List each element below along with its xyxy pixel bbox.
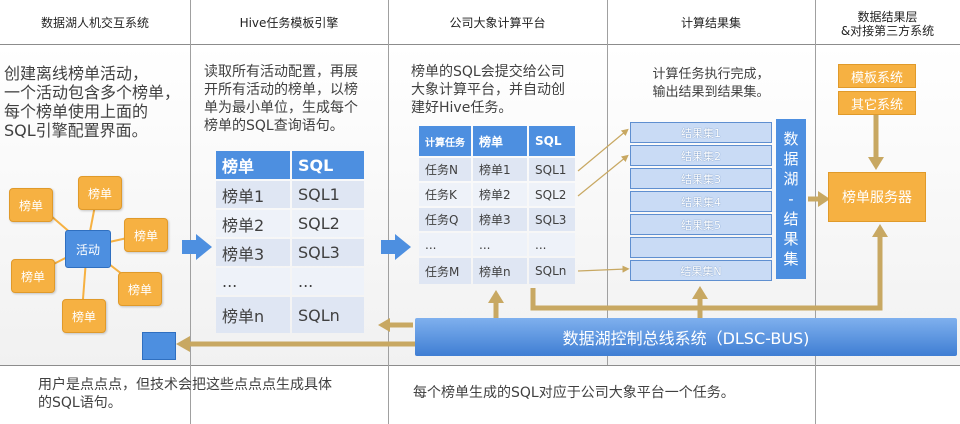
table-cell: 任务Q: [419, 208, 471, 231]
rank-node-2: 榜单: [78, 176, 122, 210]
header-col5-line1: 数据结果层: [857, 10, 918, 24]
table-cell: 任务K: [419, 183, 471, 206]
header-divider: [0, 44, 960, 45]
footer-divider: [0, 365, 960, 366]
col-header-sql: SQL: [529, 126, 575, 156]
result-set-6: [630, 237, 772, 258]
header-col2: Hive任务模板引擎: [239, 16, 339, 30]
table-cell: SQL1: [529, 158, 575, 181]
table-cell: SQL2: [529, 183, 575, 206]
rank-node-3: 榜单: [124, 218, 168, 252]
table-cell: SQL3: [529, 208, 575, 231]
user-block: [142, 332, 176, 360]
table-cell: 榜单n: [216, 297, 290, 333]
table-cell: ...: [473, 233, 527, 256]
table-cell: 榜单1: [473, 158, 527, 181]
result-set-3: 结果集3: [630, 168, 772, 189]
activity-hub: 活动: [65, 230, 111, 268]
header-col5-line2: &对接第三方系统: [840, 24, 935, 38]
table-cell: SQLn: [529, 258, 575, 284]
rank-node-5: 榜单: [118, 272, 162, 306]
arrow-col2-col3: [381, 234, 411, 260]
table-cell: SQL1: [292, 181, 364, 208]
result-set-n: 结果集N: [630, 260, 772, 281]
col2-description: 读取所有活动配置，再展 开所有活动的榜单，以榜 单为最小单位，生成每个 榜单的S…: [204, 64, 358, 134]
data-lake-result-set: 数 据 湖 - 结 果 集: [776, 119, 806, 279]
result-set-1: 结果集1: [630, 122, 772, 143]
table-cell: ...: [216, 268, 290, 295]
arrow-col1-col2: [182, 234, 212, 260]
column-divider-1: [190, 0, 191, 424]
column-divider-4: [815, 0, 816, 424]
table-cell: SQL3: [292, 239, 364, 266]
rank-node-4: 榜单: [11, 259, 55, 293]
table-cell: ...: [292, 268, 364, 295]
table-cell: 榜单n: [473, 258, 527, 284]
rank-node-6: 榜单: [62, 299, 106, 333]
template-system-box: 模板系统: [838, 64, 916, 88]
col3-description: 榜单的SQL会提交给公司 大象计算平台，并自动创 建好Hive任务。: [411, 64, 565, 116]
result-set-5: 结果集5: [630, 214, 772, 235]
header-col4: 计算结果集: [680, 16, 741, 30]
table-cell: 榜单3: [473, 208, 527, 231]
table-cell: 榜单1: [216, 181, 290, 208]
table-cell: SQLn: [292, 297, 364, 333]
col4-description: 计算任务执行完成， 输出结果到结果集。: [652, 67, 770, 100]
result-set-2: 结果集2: [630, 145, 772, 166]
table-cell: ...: [419, 233, 471, 256]
col-header-rank: 榜单: [216, 151, 290, 179]
rank-server-box: 榜单服务器: [828, 172, 926, 222]
table-cell: SQL2: [292, 210, 364, 237]
table-cell: 榜单3: [216, 239, 290, 266]
other-system-box: 其它系统: [838, 91, 916, 115]
table-cell: 任务N: [419, 158, 471, 181]
table-cell: 任务M: [419, 258, 471, 284]
header-col3: 公司大象计算平台: [449, 16, 546, 30]
header-col5: 数据结果层 &对接第三方系统: [815, 10, 960, 38]
col-header-sql: SQL: [292, 151, 364, 179]
result-set-4: 结果集4: [630, 191, 772, 212]
column-divider-3: [607, 0, 608, 365]
table-cell: 榜单2: [216, 210, 290, 237]
control-bus: 数据湖控制总线系统（DLSC-BUS): [415, 318, 957, 356]
footer-left-note: 用户是点点点，但技术会把这些点点点生成具体 的SQL语句。: [38, 377, 332, 411]
column-divider-2: [388, 0, 389, 424]
sql-to-result-arrows: [577, 128, 630, 273]
rank-node-1: 榜单: [9, 188, 53, 222]
footer-right-note: 每个榜单生成的SQL对应于公司大象平台一个任务。: [413, 385, 735, 401]
col1-description: 创建离线榜单活动， 一个活动包含多个榜单， 每个榜单使用上面的 SQL引擎配置界…: [4, 64, 181, 140]
col-header-rank: 榜单: [473, 126, 527, 156]
header-col1: 数据湖人机交互系统: [40, 16, 149, 30]
gold-arrowheads: [176, 157, 888, 352]
table-cell: ...: [529, 233, 575, 256]
table-cell: 榜单2: [473, 183, 527, 206]
col-header-task: 计算任务: [419, 126, 471, 156]
